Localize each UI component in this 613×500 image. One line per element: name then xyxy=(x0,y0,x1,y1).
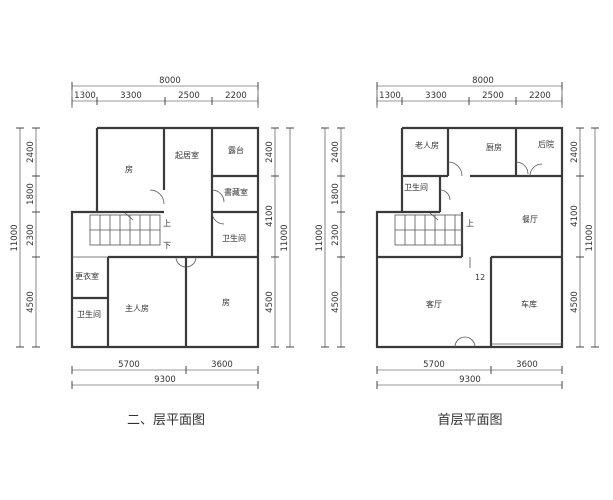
stair-up-label: 上 xyxy=(163,219,171,228)
room-master: 主人房 xyxy=(125,303,149,313)
room-living: 客厅 xyxy=(426,299,442,309)
room-bedroom-right: 房 xyxy=(222,297,230,307)
bottom-dimensions: 5700 3600 9300 xyxy=(376,360,563,389)
left-seg-3: 2300 xyxy=(331,224,341,246)
bottom-total-dim: 9300 xyxy=(154,375,176,385)
room-bath-left: 卫生间 xyxy=(77,309,101,319)
walls xyxy=(70,126,260,349)
top-total-dim: 8000 xyxy=(159,76,181,86)
room-garage: 车库 xyxy=(521,299,537,309)
plan-title-ground-floor: 首层平面图 xyxy=(437,413,502,428)
left-seg-3: 2300 xyxy=(26,224,36,246)
bottom-seg-2: 3600 xyxy=(211,360,233,370)
room-walkin: 更衣室 xyxy=(75,271,99,281)
doors xyxy=(149,189,225,268)
left-seg-4: 4500 xyxy=(331,291,341,313)
right-seg-2: 4100 xyxy=(265,205,275,227)
left-seg-4: 4500 xyxy=(26,291,36,313)
top-seg-2: 3300 xyxy=(425,91,447,101)
left-seg-1: 2400 xyxy=(331,141,341,163)
room-kitchen: 厨房 xyxy=(486,142,502,152)
right-total-dim: 11000 xyxy=(280,224,290,251)
bottom-seg-1: 5700 xyxy=(423,360,445,370)
right-seg-1: 2400 xyxy=(570,141,580,163)
walls xyxy=(375,126,564,349)
top-seg-1: 1300 xyxy=(379,91,401,101)
left-total-dim: 11000 xyxy=(315,224,325,251)
right-seg-1: 2400 xyxy=(265,141,275,163)
stair-up-label: 上 xyxy=(466,219,474,228)
room-elder: 老人房 xyxy=(415,140,439,150)
bottom-seg-2: 3600 xyxy=(516,360,538,370)
right-dimensions: 2400 4100 4500 11000 xyxy=(265,127,294,348)
left-total-dim: 11000 xyxy=(10,224,20,251)
room-balcony: 露台 xyxy=(228,145,244,155)
second-floor-plan: 8000 1300 3300 2500 2200 11000 xyxy=(10,76,294,428)
ground-floor-plan: 8000 1300 3300 2500 2200 11000 xyxy=(315,76,599,428)
left-seg-2: 1800 xyxy=(331,183,341,205)
top-total-dim: 8000 xyxy=(472,76,494,86)
bottom-dimensions: 5700 3600 9300 xyxy=(71,360,259,389)
bottom-seg-1: 5700 xyxy=(118,360,140,370)
stairs: 上 xyxy=(394,212,474,246)
right-total-dim: 11000 xyxy=(585,224,595,251)
right-seg-2: 4100 xyxy=(570,205,580,227)
marker-label: 12 xyxy=(475,273,485,282)
top-dimensions: 8000 1300 3300 2500 2200 xyxy=(376,76,563,108)
plan-title-second-floor: 二、层平面图 xyxy=(127,413,205,428)
room-yard: 后院 xyxy=(538,139,554,149)
left-dimensions: 11000 2400 1800 2300 4500 xyxy=(10,127,40,348)
top-seg-4: 2200 xyxy=(529,91,551,101)
top-seg-2: 3300 xyxy=(120,91,142,101)
right-dimensions: 2400 4100 4500 11000 xyxy=(570,127,599,348)
stair-down-label: 下 xyxy=(163,241,171,250)
room-study: 書藏室 xyxy=(224,187,248,197)
right-seg-3: 4500 xyxy=(570,291,580,313)
room-living: 起居室 xyxy=(175,150,199,160)
top-dimensions: 8000 1300 3300 2500 2200 xyxy=(71,76,259,108)
top-seg-3: 2500 xyxy=(178,91,200,101)
top-seg-4: 2200 xyxy=(225,91,247,101)
room-dining: 餐厅 xyxy=(522,215,538,224)
left-seg-1: 2400 xyxy=(26,141,36,163)
top-seg-1: 1300 xyxy=(74,91,96,101)
doors xyxy=(439,161,562,348)
room-bath: 卫生间 xyxy=(404,182,428,192)
top-seg-3: 2500 xyxy=(482,91,504,101)
room-bedroom-top: 房 xyxy=(125,164,133,174)
left-seg-2: 1800 xyxy=(26,183,36,205)
stairs: 上 下 xyxy=(89,212,171,250)
right-seg-3: 4500 xyxy=(265,291,275,313)
room-bath-right: 卫生间 xyxy=(222,233,246,243)
left-dimensions: 11000 2400 1800 2300 4500 xyxy=(315,127,345,348)
bottom-total-dim: 9300 xyxy=(459,375,481,385)
